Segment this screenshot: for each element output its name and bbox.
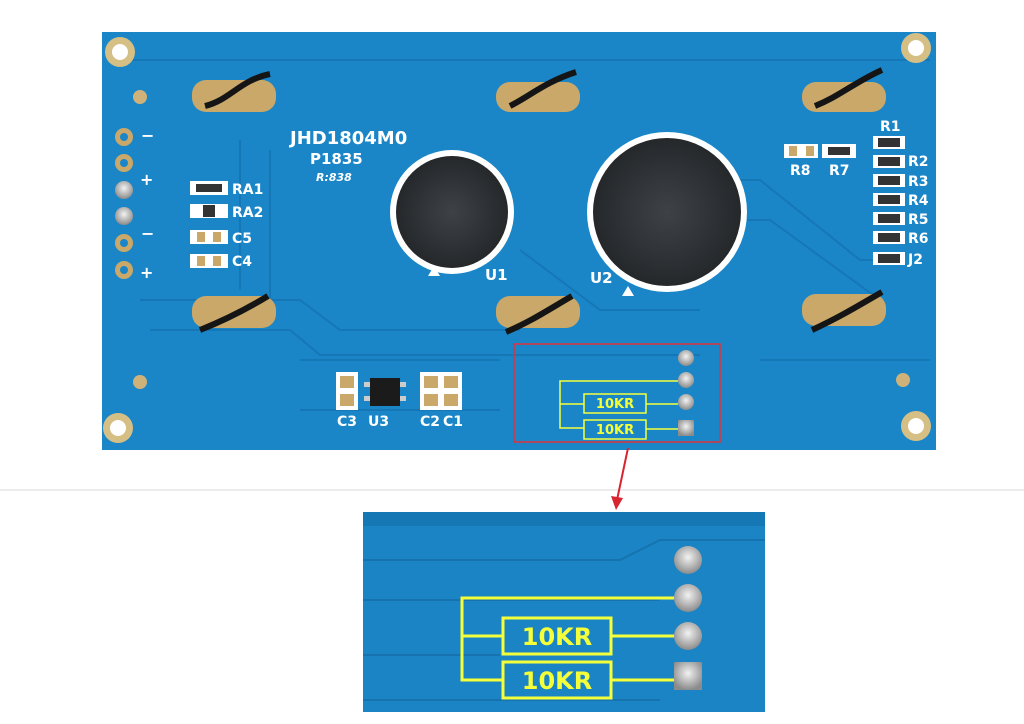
board-code: R:838 [316,171,352,184]
label-r2: R2 [908,154,929,170]
mounting-holes [103,33,931,443]
label-c3: C3 [337,414,357,430]
left-connector [115,128,133,279]
smd-left-cluster [190,181,228,268]
label-ra1: RA1 [232,182,263,198]
annotation-resistor-2: 10KR [596,423,634,438]
polarity-minus-bottom: − [141,224,154,243]
label-c5: C5 [232,231,252,247]
pcb-board: − + − + JHD1804M0 P1835 R:838 RA1 RA2 C5… [102,32,936,450]
polarity-minus-top: − [141,126,154,145]
label-r3: R3 [908,174,929,190]
label-r5: R5 [908,212,929,228]
polarity-plus-top: + [140,170,153,189]
board-revision: P1835 [310,150,363,168]
label-c4: C4 [232,254,252,270]
annotation-resistor-1: 10KR [596,397,634,412]
label-u3: U3 [368,414,389,430]
smd-bottom-cluster [336,372,462,410]
zoom-inset [363,512,765,712]
zoom-resistor-2: 10KR [522,667,592,695]
label-r8: R8 [790,163,811,179]
chip-u1 [390,150,514,276]
label-r1: R1 [880,119,901,135]
callout-arrow [611,447,629,510]
label-r7: R7 [829,163,850,179]
chip-u2 [587,132,747,296]
label-u2: U2 [590,269,613,287]
annotation-region [513,343,721,443]
board-model: JHD1804M0 [288,128,407,149]
zoom-resistor-1: 10KR [522,623,592,651]
label-r4: R4 [908,193,929,209]
label-u1: U1 [485,266,508,284]
label-ra2: RA2 [232,205,263,221]
label-c2: C2 [420,414,440,430]
label-j2: J2 [907,252,923,268]
bezel-tabs [192,67,886,335]
pcb-traces [110,59,930,411]
label-r6: R6 [908,231,929,247]
label-c1: C1 [443,414,463,430]
smd-right-cluster [784,136,905,265]
polarity-plus-bottom: + [140,263,153,282]
